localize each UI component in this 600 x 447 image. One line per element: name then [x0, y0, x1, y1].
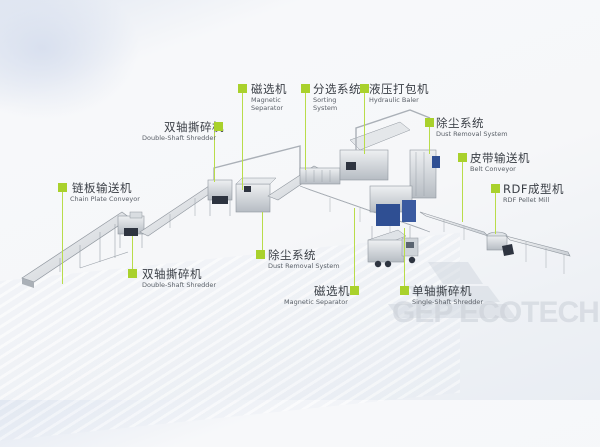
- label-en-line1: Sorting: [313, 96, 337, 104]
- dust-removal-system-1-machine: [409, 149, 440, 199]
- magnetic-separator-1-machine: [213, 145, 301, 213]
- leader-dust-removal-top: [429, 124, 431, 154]
- leader-single-shaft-shredder: [404, 228, 406, 288]
- label-zh: RDF成型机: [503, 182, 564, 196]
- leader-magnetic-separator-bottom: [354, 208, 356, 288]
- incline-conveyor-2: [139, 183, 219, 237]
- accent-marker: [214, 122, 223, 131]
- rdf-pellet-mill-machine: [486, 231, 514, 256]
- label-zh: 分选系统: [313, 82, 361, 96]
- single-shaft-shredder-machine: [369, 185, 416, 240]
- recycling-line-illustration: [21, 109, 571, 288]
- accent-marker: [301, 84, 310, 93]
- label-en: Magnetic Separator: [284, 298, 348, 306]
- label-zh: 皮带输送机: [470, 151, 530, 165]
- accent-marker: [491, 184, 500, 193]
- label-en-line2: Separator: [251, 104, 284, 112]
- chain-plate-conveyor-machine: [21, 211, 131, 288]
- belt-conveyor-machine: [419, 211, 489, 240]
- background-glow: [0, 0, 140, 120]
- accent-marker: [238, 84, 247, 93]
- dust-removal-truck: [367, 229, 419, 268]
- label-zh: 除尘系统: [436, 116, 484, 130]
- label-en: Double-Shaft Shredder: [142, 134, 217, 142]
- label-zh: 单轴撕碎机: [412, 284, 472, 298]
- gep-logo-watermark: [388, 262, 516, 318]
- label-zh: 磁选机: [251, 82, 287, 96]
- leader-rdf-pellet-mill: [495, 192, 497, 234]
- label-zh: 液压打包机: [369, 82, 429, 96]
- label-en: Single-Shaft Shredder: [412, 298, 484, 306]
- label-en: Double-Shaft Shredder: [142, 281, 217, 289]
- sorting-system-machine: [267, 165, 341, 201]
- accent-marker: [128, 269, 137, 278]
- label-en: Dust Removal System: [436, 130, 508, 138]
- double-shaft-shredder-2-machine: [207, 179, 233, 216]
- label-zh: 磁选机: [314, 284, 350, 298]
- leader-chain-plate-conveyor: [62, 192, 64, 284]
- double-shaft-shredder-1-machine: [117, 211, 145, 248]
- accent-marker: [360, 84, 369, 93]
- label-en-line1: Magnetic: [251, 96, 281, 104]
- label-en: Belt Conveyor: [470, 165, 516, 173]
- leader-double-shaft-shredder-bottom: [132, 236, 134, 272]
- label-en-line2: System: [313, 104, 338, 112]
- accent-marker: [425, 118, 434, 127]
- accent-marker: [400, 286, 409, 295]
- label-en: RDF Pellet Mill: [503, 196, 550, 204]
- accent-marker: [256, 250, 265, 259]
- leader-sorting-system: [305, 90, 307, 170]
- label-en: Dust Removal System: [268, 262, 340, 270]
- leader-double-shaft-shredder-top: [214, 132, 216, 182]
- accent-marker: [458, 153, 467, 162]
- label-zh: 双轴撕碎机: [142, 267, 202, 281]
- label-en: Chain Plate Conveyor: [70, 195, 140, 203]
- accent-marker: [350, 286, 359, 295]
- label-zh: 除尘系统: [268, 248, 316, 262]
- label-zh: 链板输送机: [72, 181, 132, 195]
- leader-dust-removal-bottom: [262, 212, 264, 252]
- output-conveyor: [505, 235, 571, 274]
- leader-hydraulic-baler: [364, 90, 366, 154]
- label-en: Hydraulic Baler: [369, 96, 419, 104]
- accent-marker: [58, 183, 67, 192]
- watermark-text: GEP ECOTECH: [392, 296, 600, 329]
- leader-magnetic-separator-top: [242, 90, 244, 190]
- leader-belt-conveyor: [462, 160, 464, 222]
- label-zh: 双轴撕碎机: [164, 120, 224, 134]
